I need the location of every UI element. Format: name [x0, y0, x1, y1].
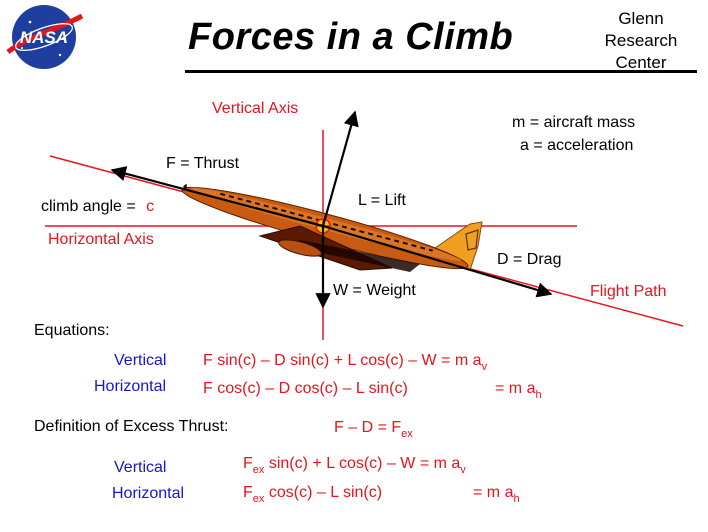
subscript: ex: [252, 464, 265, 476]
climb-angle-text: climb angle =: [41, 198, 136, 215]
excess-thrust-heading: Definition of Excess Thrust:: [34, 418, 229, 435]
subscript: v: [460, 464, 466, 476]
rhs-text: = m a: [473, 484, 514, 501]
climb-angle-symbol: c: [146, 198, 155, 215]
equation-vertical-label: Vertical: [114, 352, 167, 369]
lift-label: L = Lift: [358, 192, 406, 209]
subscript: ex: [252, 493, 265, 505]
excess-vertical-label: Vertical: [114, 459, 167, 476]
subscript: h: [513, 493, 520, 505]
subscript: h: [535, 389, 542, 401]
thrust-label: F = Thrust: [166, 155, 240, 172]
drag-label: D = Drag: [497, 251, 562, 268]
excess-horizontal-equation: Fex cos(c) – L sin(c): [243, 484, 382, 505]
thrust-arrow: [110, 166, 324, 228]
acceleration-definition: a = acceleration: [520, 137, 634, 154]
equations-heading: Equations:: [34, 322, 110, 339]
org-name: Glenn Research Center: [596, 8, 686, 74]
nasa-logo-text: NASA: [20, 28, 68, 47]
f-symbol: F: [243, 455, 253, 472]
subscript: ex: [401, 428, 413, 440]
excess-thrust-equation: F – D = Fex: [334, 419, 413, 440]
drag-arrow: [322, 224, 553, 298]
flight-path-label: Flight Path: [590, 283, 667, 300]
lift-arrow: [321, 110, 359, 227]
vertical-axis-label: Vertical Axis: [212, 100, 299, 117]
page-title: Forces in a Climb: [188, 16, 514, 58]
equation-horizontal-text: F cos(c) – D cos(c) – L sin(c): [203, 380, 408, 397]
climb-angle-label: climb angle = c: [41, 198, 154, 216]
engine: [278, 239, 322, 257]
excess-horizontal-text: cos(c) – L sin(c): [264, 484, 383, 501]
f-symbol: F: [243, 484, 253, 501]
equation-horizontal-rhs: = m ah: [495, 380, 542, 401]
title-rule: [185, 70, 697, 73]
org-line: Research: [604, 31, 678, 50]
rhs-text: = m a: [495, 380, 536, 397]
horizontal-axis-label: Horizontal Axis: [48, 231, 154, 248]
org-line: Center: [615, 53, 667, 72]
org-line: Glenn: [618, 9, 664, 28]
equation-vertical-text: F sin(c) – D sin(c) + L cos(c) – W = m a: [203, 352, 482, 369]
equation-horizontal-label: Horizontal: [94, 378, 167, 395]
subscript: v: [481, 361, 488, 373]
excess-thrust-text: F – D = F: [334, 419, 402, 436]
excess-vertical-text: sin(c) + L cos(c) – W = m a: [264, 455, 461, 472]
excess-horizontal-rhs: = m ah: [473, 484, 520, 505]
weight-label: W = Weight: [333, 282, 416, 299]
excess-horizontal-label: Horizontal: [112, 485, 185, 502]
nasa-logo: NASA: [6, 5, 84, 69]
mass-definition: m = aircraft mass: [512, 114, 636, 131]
equation-vertical: F sin(c) – D sin(c) + L cos(c) – W = m a…: [203, 352, 487, 373]
excess-vertical-equation: Fex sin(c) + L cos(c) – W = m av: [243, 455, 466, 476]
